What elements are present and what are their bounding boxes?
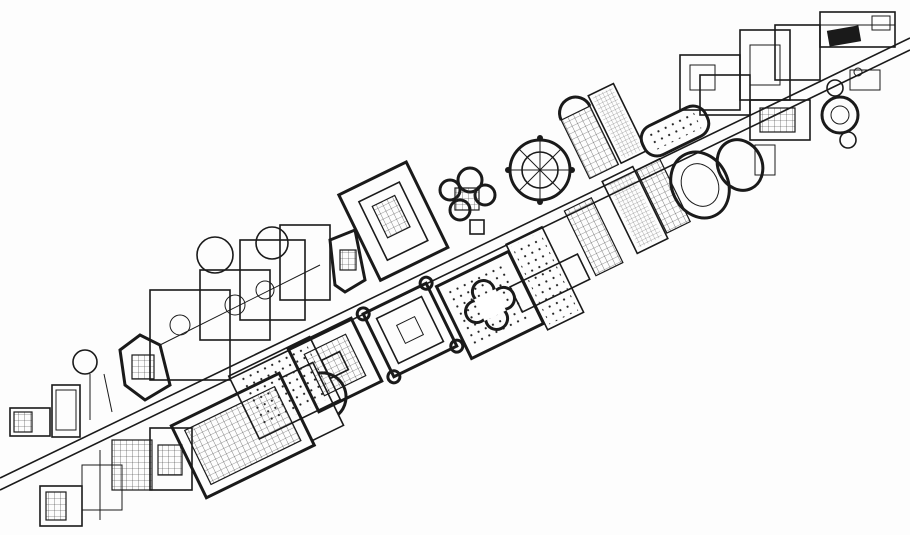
plan-modern-pavilion [819,11,896,48]
plan-nave-church-1 [563,197,624,277]
plan-rotunda [505,135,575,205]
plan-baroque-palace [679,24,821,116]
plan-apsed-basilica [558,82,648,180]
plan-walled-sanctuary [336,160,450,283]
plan-irregular-chapel [118,333,172,402]
plan-round-tower [72,349,113,420]
diagonal-axis [0,37,910,491]
plan-clustered-domes [438,166,497,235]
plan-nave-church-3 [635,157,692,234]
plan-palace-complex [149,224,331,381]
plan-cruciform-church [504,225,591,331]
plan-quatrefoil-temple [434,249,546,361]
plan-small-chapel [328,227,367,294]
plan-modern-block [39,427,193,527]
plan-fortress [355,275,465,385]
plan-nave-church-2 [601,165,669,255]
plan-villa-complex [749,67,881,149]
plan-small-complex [9,384,81,438]
plan-oval-church [669,138,776,220]
plan-courtyard-house [286,316,384,414]
